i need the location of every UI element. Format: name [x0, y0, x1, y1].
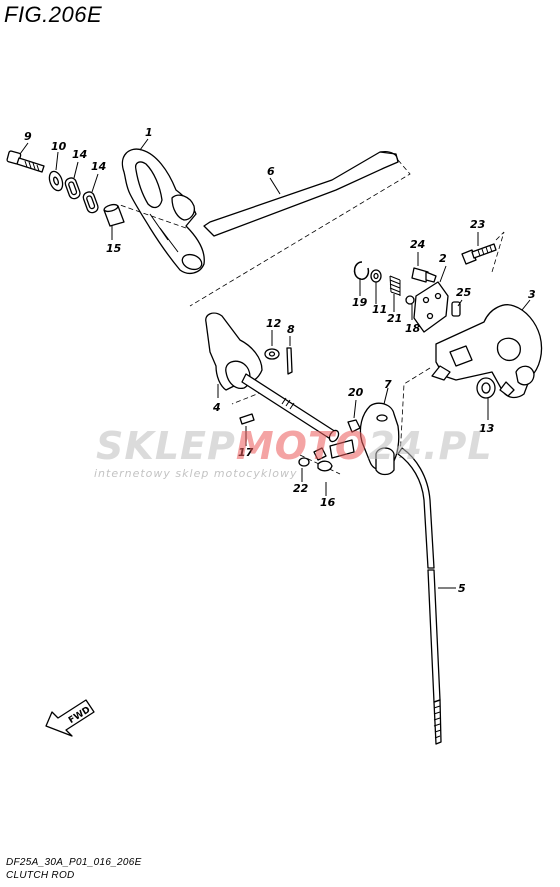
part-14-ring-b[interactable] — [82, 191, 100, 214]
callout-5: 5 — [458, 582, 466, 595]
watermark-brand-mid: MOTO — [235, 424, 369, 468]
part-22-screw[interactable] — [298, 447, 327, 467]
part-7-clamp[interactable] — [359, 402, 400, 476]
part-5-clutch-rod[interactable] — [397, 447, 442, 745]
callout-12: 12 — [266, 317, 282, 330]
caption-name: CLUTCH ROD — [6, 870, 75, 881]
callout-21: 21 — [387, 312, 402, 325]
callout-23: 23 — [470, 218, 486, 231]
part-3-housing[interactable] — [431, 304, 543, 399]
callout-leaders — [19, 138, 531, 589]
callout-6: 6 — [267, 165, 275, 178]
callout-8: 8 — [287, 323, 295, 336]
callout-25: 25 — [456, 286, 472, 299]
callout-14b: 14 — [91, 160, 106, 173]
watermark-tagline: internetowy sklep motocyklowy — [94, 467, 298, 480]
part-14-ring-a[interactable] — [64, 177, 82, 200]
part-6-rod[interactable] — [203, 151, 399, 237]
callout-18: 18 — [405, 322, 421, 335]
part-19-clip[interactable] — [353, 261, 370, 280]
callout-22: 22 — [293, 482, 309, 495]
part-21-spring[interactable] — [389, 275, 401, 296]
part-20-nut[interactable] — [347, 419, 361, 433]
part-23-bolt[interactable] — [461, 243, 497, 265]
callout-17: 17 — [238, 446, 254, 459]
part-24-screw[interactable] — [411, 267, 437, 283]
callout-7: 7 — [384, 378, 392, 391]
part-17-pin[interactable] — [239, 413, 255, 425]
callout-4: 4 — [212, 401, 221, 414]
callout-15: 15 — [106, 242, 122, 255]
part-18-ball[interactable] — [405, 295, 415, 305]
part-10-washer[interactable] — [47, 170, 65, 193]
part-9-bolt[interactable] — [6, 150, 45, 173]
caption-code: DF25A_30A_P01_016_206E — [6, 857, 142, 868]
callout-14a: 14 — [72, 148, 87, 161]
part-16-plate[interactable] — [317, 439, 355, 472]
part-13-washer[interactable] — [476, 377, 496, 399]
callout-19: 19 — [352, 296, 368, 309]
callout-20: 20 — [348, 386, 364, 399]
watermark-brand-left: SKLEP — [96, 424, 236, 468]
part-8-pin[interactable] — [286, 347, 293, 375]
part-1-shift-lever[interactable] — [121, 148, 205, 275]
fwd-arrow-icon: FWD — [45, 699, 95, 737]
callout-13: 13 — [479, 422, 495, 435]
callout-9: 9 — [24, 130, 32, 143]
callout-2: 2 — [439, 252, 447, 265]
callout-11: 11 — [372, 303, 387, 316]
part-4-lever-shaft[interactable] — [205, 312, 341, 443]
watermark-brand: SKLEPMOTO24.PL — [96, 424, 493, 468]
part-2-plate[interactable] — [413, 281, 449, 333]
part-11-washer[interactable] — [370, 269, 382, 283]
callout-3: 3 — [528, 288, 536, 301]
part-12-washer[interactable] — [264, 348, 280, 360]
callout-numbers: 1 2 3 4 5 6 7 8 9 10 11 12 13 14 14 15 1… — [24, 126, 536, 595]
callout-1: 1 — [145, 126, 153, 139]
watermark-brand-right: 24.PL — [368, 424, 493, 468]
callout-10: 10 — [51, 140, 67, 153]
callout-24: 24 — [410, 238, 425, 251]
figure-title: FIG.206E — [4, 2, 103, 27]
part-15-bushing[interactable] — [103, 203, 125, 227]
callout-16: 16 — [320, 496, 336, 509]
